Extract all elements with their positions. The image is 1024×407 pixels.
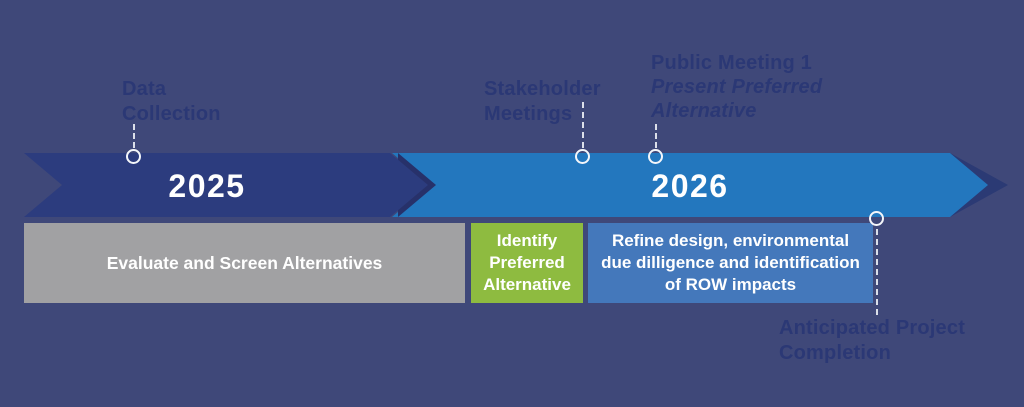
milestone-dot-stakeholder-meetings <box>575 149 590 164</box>
milestone-line: Meetings <box>484 103 573 125</box>
milestone-label-anticipated-project-completion: Anticipated Project Completion <box>779 316 965 366</box>
year-banner-2025 <box>24 153 428 217</box>
phase-label-line: Evaluate and Screen Alternatives <box>106 253 383 273</box>
milestone-line: Collection <box>122 103 221 125</box>
phase-box-refine-design-row-impacts: Refine design, environmental due dillige… <box>588 223 873 303</box>
phase-label-line: due dilligence and identification <box>601 253 860 272</box>
year-banner-2026 <box>392 153 988 217</box>
milestone-connector-stakeholder-meetings <box>582 102 584 148</box>
phase-box-identify-preferred-alternative: Identify Preferred Alternative <box>471 223 583 303</box>
milestone-dot-public-meeting-1 <box>648 149 663 164</box>
milestone-line: Data <box>122 78 167 100</box>
phase-label-line: Refine design, environmental <box>611 231 850 250</box>
milestone-dot-data-collection <box>126 149 141 164</box>
phase-label-line: Identify <box>496 231 558 250</box>
phase-label-line: Preferred <box>489 253 565 272</box>
year-label-2025: 2025 <box>168 168 246 204</box>
milestone-label-stakeholder-meetings: Stakeholder Meetings <box>484 77 601 127</box>
milestone-line: Stakeholder <box>484 78 601 100</box>
phase-box-evaluate-and-screen-alternatives: Evaluate and Screen Alternatives <box>24 223 465 303</box>
milestone-line: Completion <box>779 342 891 364</box>
milestone-line: Anticipated Project <box>779 317 966 339</box>
phase-label-line: of ROW impacts <box>664 275 797 294</box>
milestone-label-public-meeting-1: Public Meeting 1 Present Preferred Alter… <box>651 51 822 123</box>
milestone-connector-anticipated-completion <box>876 229 878 315</box>
milestone-line: Alternative <box>651 100 757 122</box>
milestone-line: Present Preferred <box>651 76 823 98</box>
milestone-dot-anticipated-completion <box>869 211 884 226</box>
milestone-connector-data-collection <box>133 124 135 148</box>
phase-label-line: Alternative <box>483 275 571 294</box>
milestone-line: Public Meeting 1 <box>651 52 813 74</box>
year-label-2026: 2026 <box>651 168 729 204</box>
milestone-connector-public-meeting-1 <box>655 124 657 148</box>
milestone-label-data-collection: Data Collection <box>122 77 221 127</box>
